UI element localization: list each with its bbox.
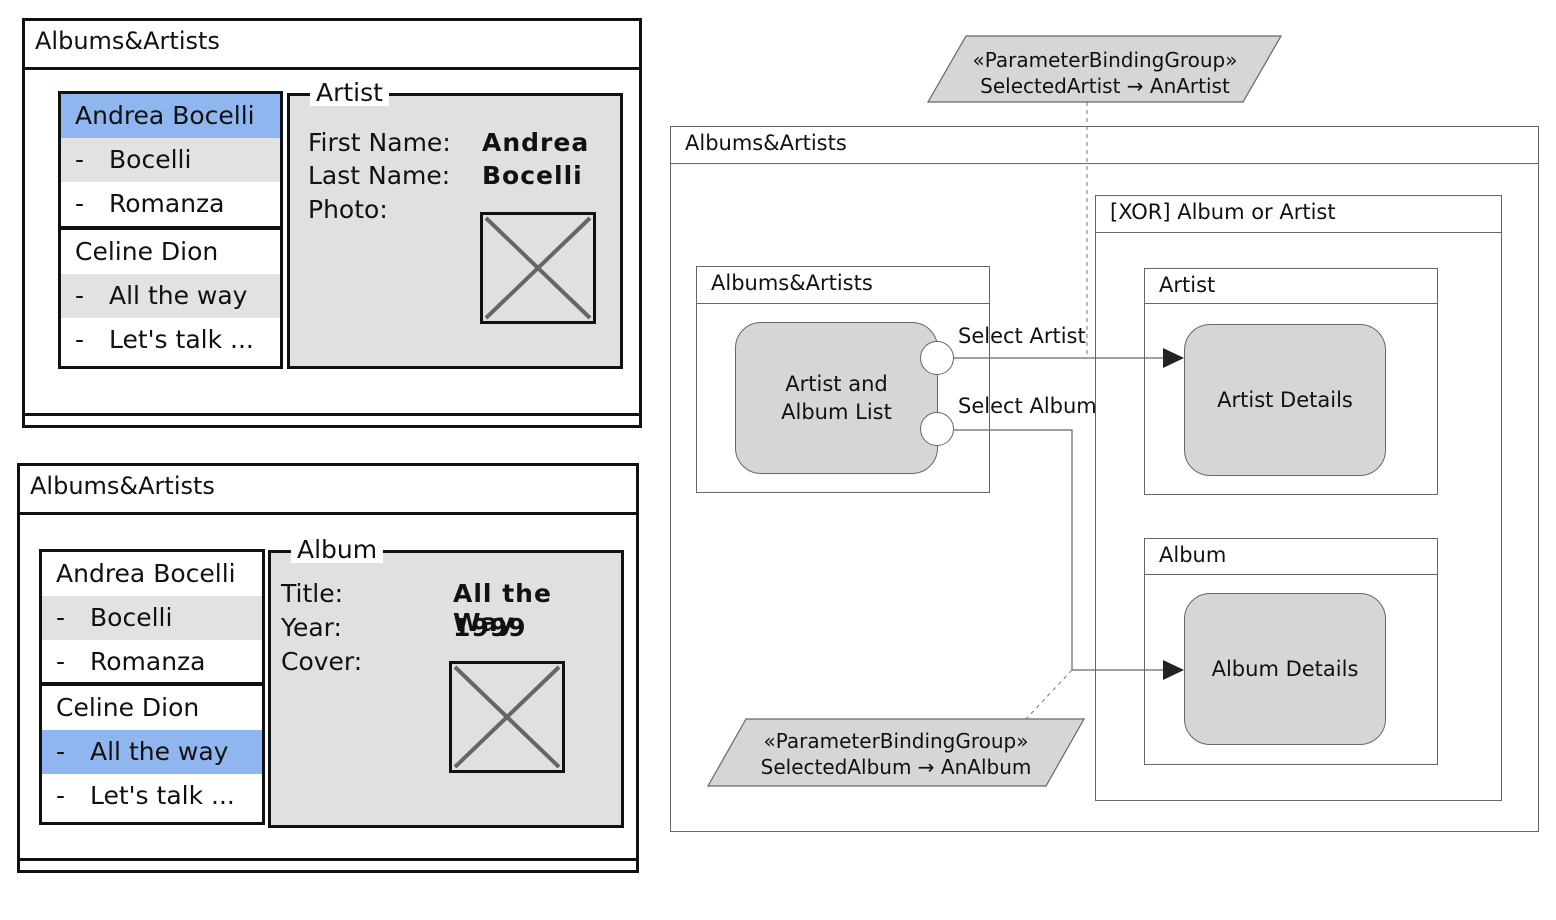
list-item-label: Celine Dion	[56, 693, 200, 722]
window-title: Albums&Artists	[30, 472, 215, 500]
list-item-label: All the way	[90, 737, 229, 766]
field-value: 1999	[453, 613, 527, 642]
binding-group-top: «ParameterBindingGroup» SelectedArtist →…	[940, 47, 1270, 99]
list-item-label: Romanza	[90, 647, 206, 676]
select-artist-label: Select Artist	[958, 324, 1086, 348]
album-details-panel: Album Title: All the Way Year: 1999 Cove…	[268, 537, 624, 828]
panel-legend: Album	[291, 537, 384, 563]
window-title: Albums&Artists	[35, 27, 220, 55]
title-divider	[20, 512, 636, 515]
list-item-label: Andrea Bocelli	[56, 559, 236, 588]
field-value: Bocelli	[482, 161, 583, 190]
list-item[interactable]: Andrea Bocelli	[61, 94, 280, 138]
field-label: Cover:	[281, 647, 363, 676]
mockup-window-album: Albums&Artists Andrea Bocelli -Bocelli -…	[17, 463, 639, 873]
component-label: Artist and Album List	[781, 372, 892, 424]
binding-dashed-line-bottom	[1025, 669, 1073, 720]
cover-placeholder-icon	[449, 661, 565, 773]
field-label: Title:	[281, 579, 343, 608]
list-item-label: Bocelli	[90, 603, 173, 632]
dash-prefix: -	[75, 281, 85, 310]
dash-prefix: -	[75, 145, 85, 174]
list-item[interactable]: Celine Dion	[61, 230, 280, 274]
outer-view-title: Albums&Artists	[685, 131, 847, 155]
dash-prefix: -	[56, 781, 66, 810]
album-view-divider	[1145, 574, 1437, 575]
binding-stereotype: «ParameterBindingGroup»	[972, 48, 1238, 72]
select-album-flow	[954, 429, 1166, 671]
select-album-label: Select Album	[958, 394, 1097, 418]
dash-prefix: -	[56, 647, 66, 676]
list-item[interactable]: -Bocelli	[61, 138, 280, 182]
list-item-label: Celine Dion	[75, 237, 219, 266]
album-view-title: Album	[1159, 543, 1227, 567]
mockup-window-artist: Albums&Artists Andrea Bocelli -Bocelli -…	[22, 18, 642, 428]
artist-list-group-2: Celine Dion -All the way -Let's talk ...	[58, 227, 283, 369]
list-item-label: Romanza	[109, 189, 225, 218]
binding-group-bottom: «ParameterBindingGroup» SelectedAlbum → …	[719, 728, 1073, 780]
list-item[interactable]: Andrea Bocelli	[42, 552, 262, 596]
dash-prefix: -	[56, 603, 66, 632]
list-item-label: All the way	[109, 281, 248, 310]
artist-album-list-component[interactable]: Artist and Album List	[735, 322, 938, 474]
list-item-label: Andrea Bocelli	[75, 101, 255, 130]
field-label: Last Name:	[308, 161, 451, 190]
list-item[interactable]: -All the way	[42, 730, 262, 774]
title-divider	[25, 67, 639, 70]
bottom-divider	[25, 413, 639, 416]
select-album-event-port[interactable]	[920, 412, 954, 446]
binding-group-bottom-shape	[706, 718, 1086, 787]
field-label: Year:	[281, 613, 342, 642]
field-label: Photo:	[308, 195, 388, 224]
dash-prefix: -	[75, 325, 85, 354]
xor-view-title: [XOR] Album or Artist	[1110, 200, 1336, 224]
list-item[interactable]: Celine Dion	[42, 686, 262, 730]
artist-list-group-1: Andrea Bocelli -Bocelli -Romanza	[58, 91, 283, 229]
inner-view-title: Albums&Artists	[711, 271, 873, 295]
select-artist-event-port[interactable]	[920, 341, 954, 375]
select-artist-arrowhead	[1163, 348, 1184, 368]
binding-mapping: SelectedArtist → AnArtist	[980, 74, 1230, 98]
list-item[interactable]: -Let's talk ...	[61, 318, 280, 362]
album-details-component[interactable]: Album Details	[1184, 593, 1386, 745]
list-item-label: Let's talk ...	[109, 325, 254, 354]
list-item[interactable]: -Let's talk ...	[42, 774, 262, 818]
list-item-label: Let's talk ...	[90, 781, 235, 810]
field-label: First Name:	[308, 128, 451, 157]
panel-legend: Artist	[310, 80, 389, 106]
artist-view-divider	[1145, 303, 1437, 304]
photo-placeholder-icon	[480, 212, 596, 324]
artist-view-title: Artist	[1159, 273, 1216, 297]
component-label: Artist Details	[1217, 388, 1353, 412]
xor-view-divider	[1096, 232, 1501, 233]
outer-view-divider	[671, 163, 1538, 164]
artist-details-panel: Artist First Name: Andrea Last Name: Boc…	[287, 80, 623, 369]
component-label: Album Details	[1211, 657, 1359, 681]
album-list-group-1: Andrea Bocelli -Bocelli -Romanza	[39, 549, 265, 685]
artist-details-component[interactable]: Artist Details	[1184, 324, 1386, 476]
dash-prefix: -	[56, 737, 66, 766]
list-item[interactable]: -All the way	[61, 274, 280, 318]
list-item-label: Bocelli	[109, 145, 192, 174]
inner-view-divider	[697, 303, 989, 304]
list-item[interactable]: -Romanza	[42, 640, 262, 684]
list-item[interactable]: -Bocelli	[42, 596, 262, 640]
binding-stereotype: «ParameterBindingGroup»	[763, 729, 1029, 753]
list-item[interactable]: -Romanza	[61, 182, 280, 226]
field-value: Andrea	[482, 128, 590, 157]
album-list-group-2: Celine Dion -All the way -Let's talk ...	[39, 683, 265, 825]
dash-prefix: -	[75, 189, 85, 218]
select-album-arrowhead	[1163, 660, 1184, 680]
bottom-divider	[20, 858, 636, 861]
binding-mapping: SelectedAlbum → AnAlbum	[760, 755, 1032, 779]
binding-group-top-shape	[926, 35, 1283, 103]
field-value: All the Way	[453, 579, 552, 637]
